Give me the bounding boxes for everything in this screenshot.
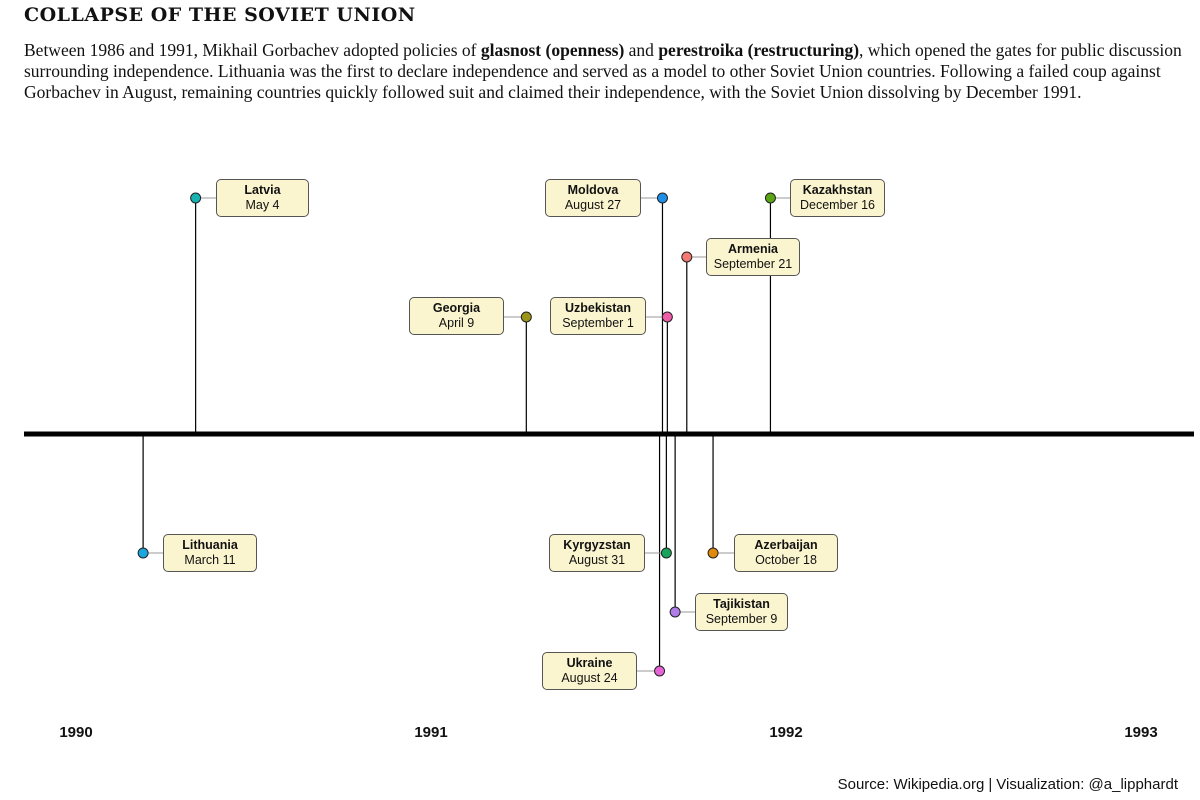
event-date-uzbekistan: September 1: [562, 316, 634, 330]
event-country-moldova: Moldova: [567, 183, 619, 197]
event-country-ukraine: Ukraine: [566, 656, 613, 670]
year-label-1992: 1992: [769, 724, 803, 741]
event-date-georgia: April 9: [438, 316, 475, 330]
marker-ukraine: [654, 665, 666, 677]
marker-moldova: [656, 192, 668, 204]
year-label-1993: 1993: [1124, 724, 1158, 741]
intro-paragraph: Between 1986 and 1991, Mikhail Gorbachev…: [24, 40, 1184, 103]
year-label-1991: 1991: [414, 724, 448, 741]
page-title: COLLAPSE OF THE SOVIET UNION: [24, 4, 416, 26]
year-label-1990: 1990: [59, 724, 93, 741]
dots-layer: [137, 192, 776, 677]
event-date-azerbaijan: October 18: [755, 553, 817, 567]
visualization-author: @a_lipphardt: [1088, 776, 1178, 793]
event-date-armenia: September 21: [713, 257, 793, 271]
event-country-uzbekistan: Uzbekistan: [565, 301, 631, 315]
marker-latvia: [190, 192, 202, 204]
stems-layer: [142, 198, 772, 671]
event-country-kazakhstan: Kazakhstan: [802, 183, 873, 197]
visualization-label: Visualization:: [996, 776, 1085, 793]
intro-text-1: Between 1986 and 1991, Mikhail Gorbachev…: [24, 40, 481, 60]
event-country-azerbaijan: Azerbaijan: [754, 538, 818, 552]
marker-georgia: [520, 311, 532, 323]
event-country-latvia: Latvia: [244, 183, 281, 197]
event-date-lithuania: March 11: [184, 553, 236, 567]
intro-text-3: , which opened the gates for public disc…: [24, 40, 1182, 102]
source-separator: |: [988, 776, 993, 793]
intro-glasnost: glasnost (openness): [480, 40, 625, 60]
marker-armenia: [681, 251, 693, 263]
marker-kyrgyzstan: [660, 547, 672, 559]
event-country-kyrgyzstan: Kyrgyzstan: [563, 538, 631, 552]
event-country-lithuania: Lithuania: [182, 538, 238, 552]
source-label: Source:: [837, 776, 890, 793]
source-site: Wikipedia.org: [893, 776, 985, 793]
event-date-tajikistan: September 9: [705, 612, 778, 626]
intro-perestroika: perestroika (restructuring): [658, 40, 860, 60]
event-date-kyrgyzstan: August 31: [568, 553, 626, 567]
event-date-moldova: August 27: [564, 198, 622, 212]
source-credit: Source: Wikipedia.org|Visualization: @a_…: [838, 776, 1178, 793]
intro-text-2: and: [624, 40, 659, 60]
event-country-tajikistan: Tajikistan: [713, 597, 770, 611]
event-date-ukraine: August 24: [561, 671, 618, 685]
event-country-armenia: Armenia: [727, 242, 779, 256]
marker-uzbekistan: [661, 311, 673, 323]
marker-azerbaijan: [707, 547, 719, 559]
marker-tajikistan: [669, 606, 681, 618]
marker-kazakhstan: [764, 192, 776, 204]
marker-lithuania: [137, 547, 149, 559]
event-date-kazakhstan: December 16: [799, 198, 876, 212]
event-date-latvia: May 4: [245, 198, 280, 212]
event-country-georgia: Georgia: [432, 301, 481, 315]
